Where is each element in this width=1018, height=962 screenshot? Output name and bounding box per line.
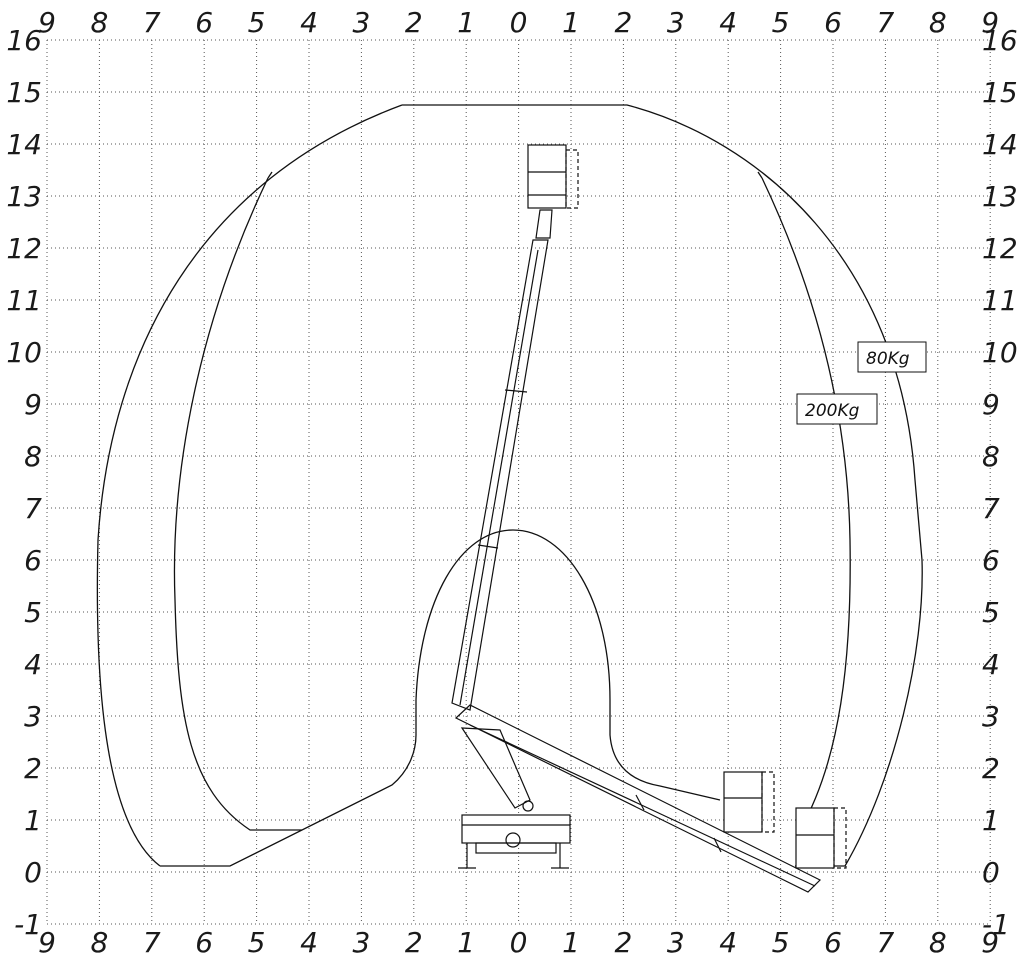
inner-working-envelope: [173, 177, 851, 831]
boom-lowered: [454, 704, 847, 893]
x-axis-label-top: 7: [143, 6, 161, 39]
y-axis-label-left: 16: [6, 24, 42, 57]
svg-text:200Kg: 200Kg: [805, 401, 860, 421]
y-axis-label-left: 2: [24, 752, 42, 785]
y-axis-label-right: 12: [982, 232, 1018, 265]
y-axis-label-right: 2: [982, 752, 1000, 785]
x-axis-label-bottom: 9: [38, 926, 56, 959]
y-axis-label-left: 8: [24, 440, 42, 473]
x-axis-label-bottom: 5: [248, 926, 266, 959]
y-axis-label-right: 14: [982, 128, 1018, 161]
capacity-label-80kg: 80Kg: [857, 341, 927, 373]
x-axis-label-top: 1: [562, 6, 580, 39]
y-axis-label-right: 15: [982, 76, 1018, 109]
y-axis-label-left: 7: [24, 492, 42, 525]
y-axis-label-left: 11: [6, 284, 42, 317]
x-axis-label-bottom: 8: [929, 926, 947, 959]
x-axis-label-bottom: 2: [405, 926, 423, 959]
y-axis-label-left: -1: [14, 908, 42, 941]
y-axis-label-right: 4: [982, 648, 1000, 681]
y-axis-label-right: 16: [982, 24, 1018, 57]
y-axis-label-left: 9: [24, 388, 42, 421]
x-axis-label-bottom: 5: [772, 926, 790, 959]
x-axis-label-bottom: 9: [981, 926, 999, 959]
y-axis-label-right: 1: [982, 804, 1000, 837]
x-axis-label-bottom: 3: [667, 926, 685, 959]
y-axis-label-left: 6: [24, 544, 42, 577]
x-axis-label-bottom: 1: [457, 926, 475, 959]
y-axis-label-right: 5: [982, 596, 1000, 629]
x-axis-label-bottom: 0: [510, 926, 528, 959]
envelope-connector-left: [267, 171, 273, 179]
x-axis-label-bottom: 4: [300, 926, 318, 959]
grid: [46, 39, 991, 925]
x-axis-label-top: 3: [667, 6, 685, 39]
x-axis-label-top: 2: [614, 6, 632, 39]
x-axis-label-top: 6: [824, 6, 842, 39]
x-axis-label-top: 8: [90, 6, 108, 39]
x-axis-label-top: 7: [876, 6, 894, 39]
y-axis-label-left: 0: [24, 856, 42, 889]
x-axis-label-bottom: 2: [614, 926, 632, 959]
y-axis-label-left: 4: [24, 648, 42, 681]
y-axis-label-right: 6: [982, 544, 1000, 577]
y-axis-label-right: 13: [982, 180, 1018, 213]
y-axis-label-left: 3: [24, 700, 42, 733]
x-axis-label-bottom: 7: [143, 926, 161, 959]
base-vehicle: [458, 727, 571, 869]
x-axis-label-top: 1: [457, 6, 475, 39]
x-axis-label-bottom: 3: [352, 926, 370, 959]
envelope-connector-right: [757, 171, 763, 179]
y-axis-label-left: 13: [6, 180, 42, 213]
x-axis-label-top: 4: [300, 6, 318, 39]
x-axis-label-top: 5: [248, 6, 266, 39]
x-axis-label-top: 5: [772, 6, 790, 39]
x-axis-label-bottom: 1: [562, 926, 580, 959]
y-axis-label-left: 15: [6, 76, 42, 109]
x-axis-label-top: 0: [510, 6, 528, 39]
y-axis-label-left: 5: [24, 596, 42, 629]
x-axis-label-top: 9: [38, 6, 56, 39]
boom-extended: [451, 144, 579, 711]
x-axis-label-bottom: 6: [824, 926, 842, 959]
y-axis-label-right: 0: [982, 856, 1000, 889]
y-axis-label-right: 9: [982, 388, 1000, 421]
x-axis-label-top: 4: [719, 6, 737, 39]
y-axis-label-right: -1: [982, 908, 1010, 941]
x-axis-labels-top: 9 8 7 6 5 4 3 2 1 0 1 2 3 4 5 6 7 8 9: [38, 6, 999, 39]
x-axis-label-bottom: 4: [719, 926, 737, 959]
outer-working-envelope: [96, 104, 923, 867]
svg-text:80Kg: 80Kg: [866, 349, 910, 369]
y-axis-label-left: 12: [6, 232, 42, 265]
y-axis-label-right: 7: [982, 492, 1000, 525]
x-axis-label-top: 8: [929, 6, 947, 39]
y-axis-label-right: 8: [982, 440, 1000, 473]
y-axis-label-left: 1: [24, 804, 42, 837]
x-axis-label-bottom: 8: [90, 926, 108, 959]
y-axis-label-right: 10: [982, 336, 1018, 369]
x-axis-label-bottom: 7: [876, 926, 894, 959]
x-axis-labels-bottom: 9 8 7 6 5 4 3 2 1 0 1 2 3 4 5 6 7 8 9: [38, 926, 999, 959]
x-axis-label-top: 3: [352, 6, 370, 39]
x-axis-label-top: 9: [981, 6, 999, 39]
x-axis-label-top: 2: [405, 6, 423, 39]
y-axis-label-right: 3: [982, 700, 1000, 733]
capacity-label-200kg: 200Kg: [796, 393, 878, 425]
y-axis-label-right: 11: [982, 284, 1018, 317]
x-axis-label-bottom: 6: [195, 926, 213, 959]
y-axis-label-left: 10: [6, 336, 42, 369]
y-axis-label-left: 14: [6, 128, 42, 161]
x-axis-label-top: 6: [195, 6, 213, 39]
